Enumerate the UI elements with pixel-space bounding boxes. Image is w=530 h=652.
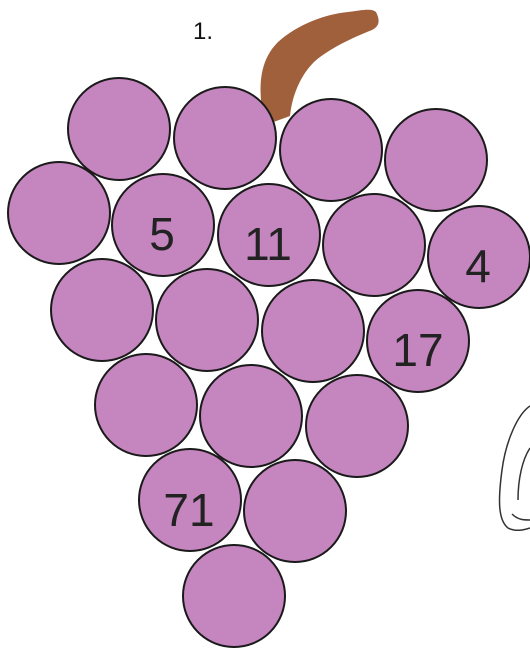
- partial-drawing-icon: [500, 406, 530, 530]
- grape-number: 5: [149, 208, 175, 260]
- grape: [8, 162, 110, 264]
- grape: [244, 460, 346, 562]
- grape: [51, 259, 153, 361]
- grape: [306, 375, 408, 477]
- grape: [280, 99, 382, 201]
- grape: [174, 87, 276, 189]
- grape-number: 4: [465, 240, 491, 292]
- grape-number: 11: [244, 218, 292, 270]
- grape: [200, 365, 302, 467]
- grape: [183, 545, 285, 647]
- grape: [95, 354, 197, 456]
- grape-number: 71: [163, 484, 214, 536]
- grape: [262, 280, 364, 382]
- grape-number: 17: [392, 324, 443, 376]
- grape: [385, 109, 487, 211]
- grape: [156, 269, 258, 371]
- grape: [323, 194, 425, 296]
- grape-cluster: [8, 78, 530, 647]
- grape: [68, 78, 170, 180]
